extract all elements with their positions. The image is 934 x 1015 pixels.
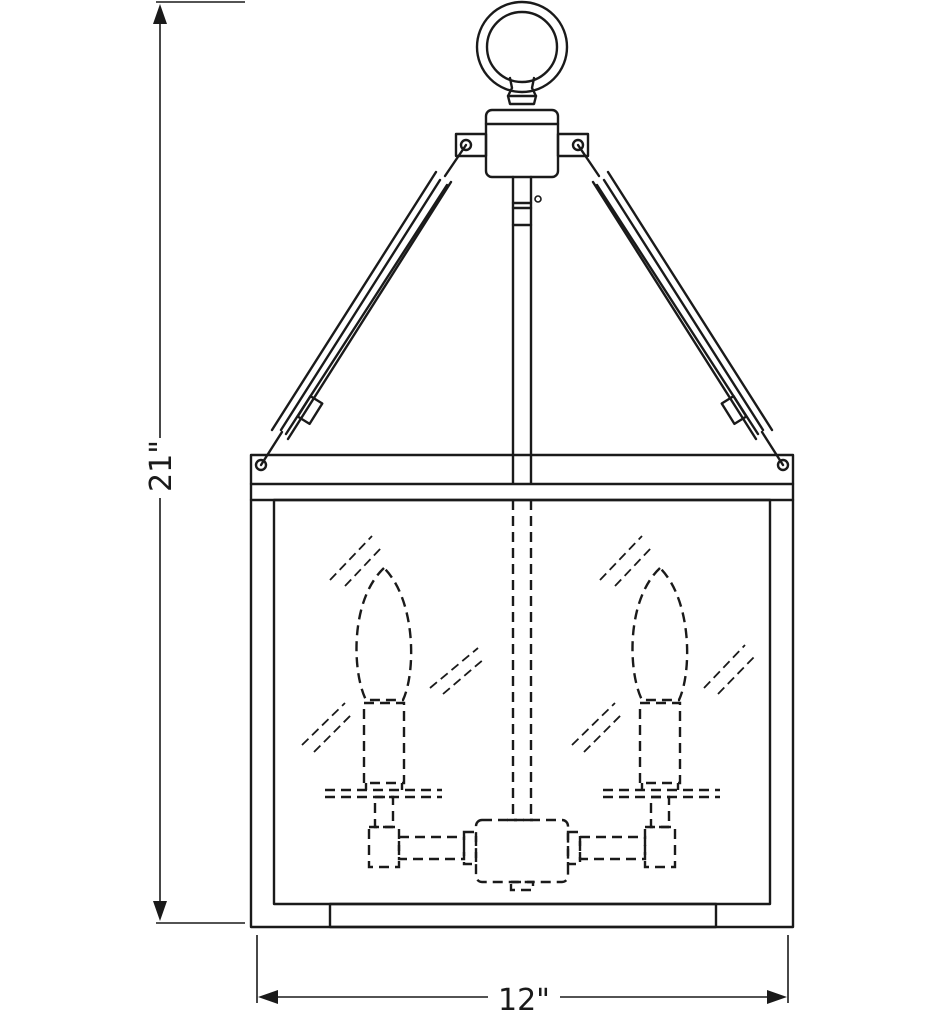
right-candle xyxy=(566,566,720,869)
center-hub xyxy=(474,818,570,892)
width-dimension-label: 12" xyxy=(498,983,550,1015)
left-candle xyxy=(325,566,478,869)
center-stem xyxy=(511,175,542,485)
lantern-frame xyxy=(249,453,795,929)
glass-glare-marks xyxy=(301,535,756,753)
height-dimension-label: 21" xyxy=(144,440,179,492)
canopy-block xyxy=(454,108,590,179)
hanging-ring xyxy=(475,0,569,106)
width-dimension: 12" xyxy=(256,935,789,1015)
inner-stem-hidden xyxy=(511,500,533,820)
height-dimension: 21" xyxy=(140,1,245,924)
left-support-arm xyxy=(254,143,468,472)
right-support-arm xyxy=(576,143,790,472)
